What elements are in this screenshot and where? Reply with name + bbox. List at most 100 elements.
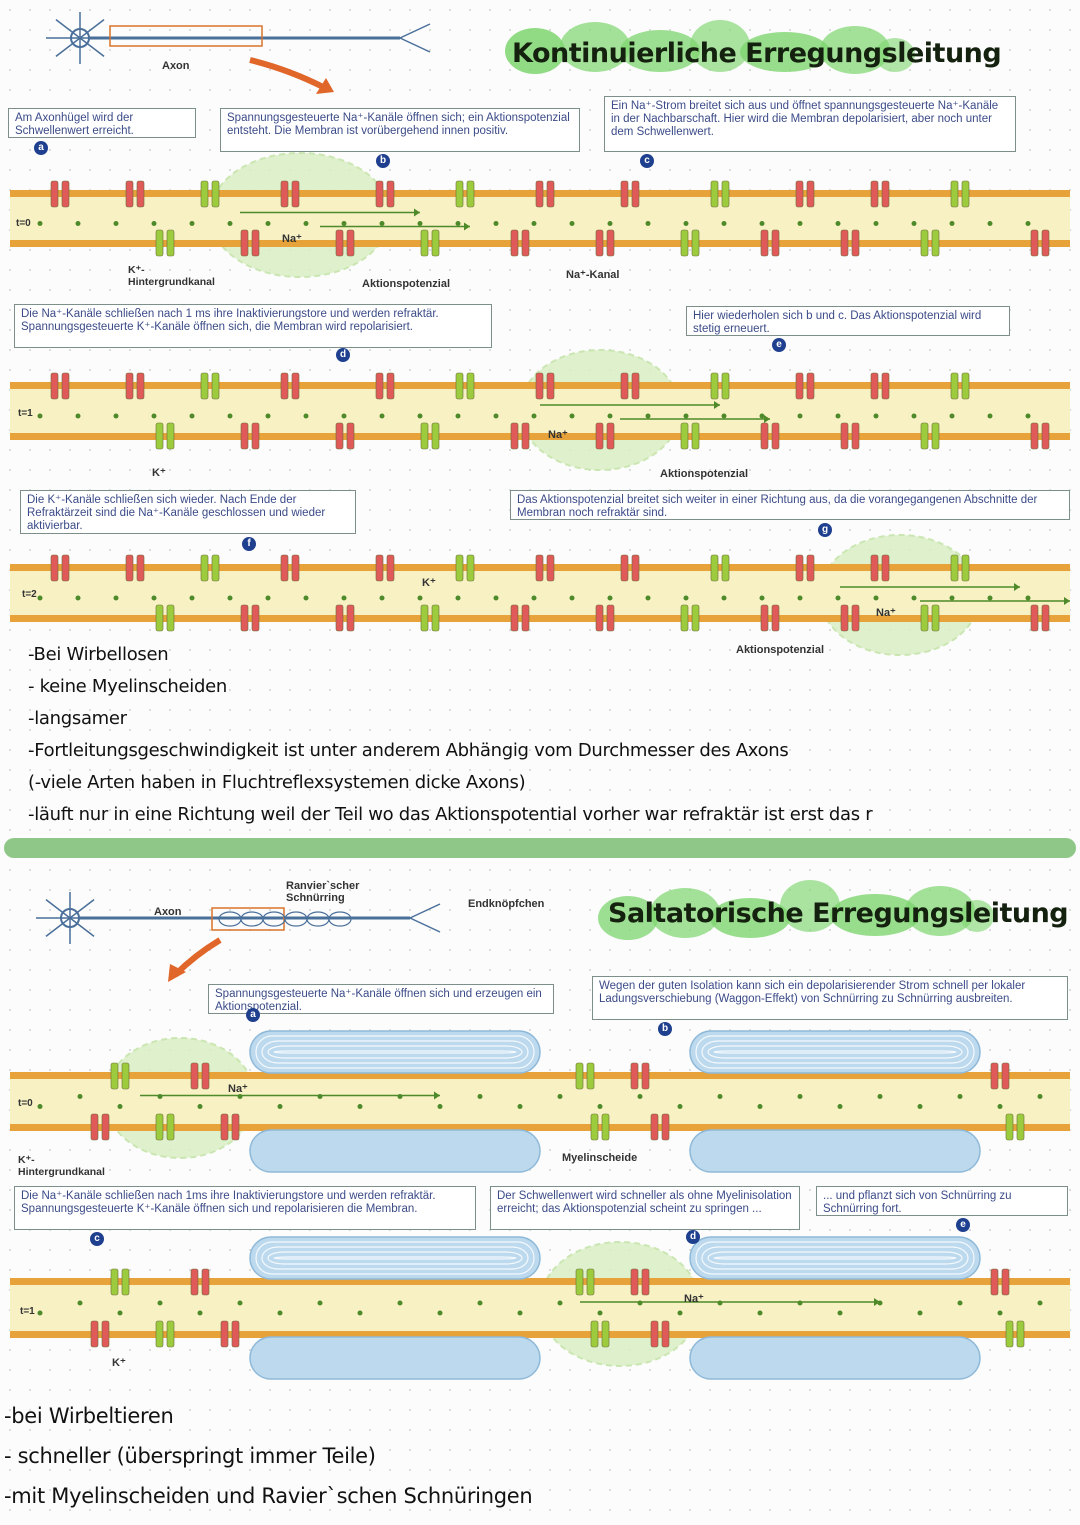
axon-terminal [399, 37, 431, 53]
channel-upper [641, 1062, 650, 1090]
channel-upper [870, 180, 879, 208]
channel-upper [710, 180, 719, 208]
channel-upper [61, 372, 70, 400]
channel-upper [710, 372, 719, 400]
channel-upper [546, 180, 555, 208]
myelin-sheath-upper [689, 1030, 981, 1074]
ion-dot [607, 413, 613, 419]
channel-lower [101, 1320, 110, 1348]
callout-box-a: Am Axonhügel wird der Schwellenwert erre… [8, 108, 196, 138]
ion-dot [797, 413, 803, 419]
channel-upper [630, 1062, 639, 1090]
ion-dot [189, 413, 195, 419]
channel-upper [575, 1062, 584, 1090]
channel-lower [220, 1113, 229, 1141]
channel-upper [121, 1268, 130, 1296]
channel-lower [840, 422, 849, 450]
callout-box-2c: Die Na⁺-Kanäle schließen nach 1ms ihre I… [14, 1186, 476, 1230]
section-title-saltatory: Saltatorische Erregungsleitung [608, 898, 1069, 929]
channel-lower [346, 604, 355, 632]
current-arrow-head [1014, 583, 1020, 591]
channel-lower [420, 422, 429, 450]
ion-dot [477, 1300, 483, 1306]
ion-dot [597, 1310, 603, 1316]
channel-upper [61, 554, 70, 582]
channel-lower [155, 422, 164, 450]
ion-dot [717, 1094, 723, 1099]
channel-upper [280, 180, 289, 208]
channel-upper [190, 1268, 199, 1296]
time-label-2-t1: t=1 [20, 1306, 35, 1317]
note-line-1: -Bei Wirbellosen [28, 644, 169, 665]
myelin-layer [701, 1246, 969, 1270]
channel-upper [375, 554, 384, 582]
channel-lower [1030, 422, 1039, 450]
callout-box-g: Das Aktionspotenzial breitet sich weiter… [510, 490, 1070, 520]
channel-upper [386, 372, 395, 400]
myelin-layer [695, 1035, 975, 1069]
channel-lower [650, 1113, 659, 1141]
channel-lower [510, 604, 519, 632]
ion-dot [303, 221, 309, 226]
channel-upper [200, 180, 209, 208]
time-label-t1: t=1 [18, 408, 33, 419]
channel-lower [595, 229, 604, 257]
channel-upper [806, 372, 815, 400]
myelin-layer [255, 1035, 535, 1069]
channel-upper [631, 180, 640, 208]
ion-dot [151, 221, 157, 226]
channel-lower [931, 229, 940, 257]
channel-lower [590, 1320, 599, 1348]
ion-dot [455, 221, 461, 226]
channel-upper [125, 554, 134, 582]
channel-lower [90, 1113, 99, 1141]
channel-upper [50, 554, 59, 582]
channel-lower [771, 229, 780, 257]
ion-dot [911, 413, 917, 419]
ion-dot [607, 221, 613, 226]
ion-dot [837, 1310, 843, 1316]
channel-upper [795, 180, 804, 208]
channel-upper [990, 1062, 999, 1090]
channel-upper [200, 554, 209, 582]
ion-dot [677, 1104, 683, 1109]
channel-upper [280, 372, 289, 400]
na-label-t2: Na⁺ [876, 607, 896, 619]
channel-lower [240, 422, 249, 450]
dendrite [69, 899, 95, 919]
channel-upper [630, 1268, 639, 1296]
ion-dot [877, 1094, 883, 1099]
ion-dot [531, 221, 537, 226]
channel-lower [1016, 1113, 1025, 1141]
myelin-layer [707, 1045, 963, 1059]
ion-dot [721, 413, 727, 419]
channel-lower [510, 229, 519, 257]
marker-2e: e [956, 1218, 970, 1232]
channel-lower [851, 422, 860, 450]
callout-box-d: Die Na⁺-Kanäle schließen nach 1 ms ihre … [14, 304, 492, 348]
myelin-layer [273, 1050, 517, 1054]
channel-lower [601, 1113, 610, 1141]
myelin-layer [267, 1045, 523, 1059]
ion-dot [341, 413, 347, 419]
channel-upper [190, 1062, 199, 1090]
zoom-arrow-head [316, 78, 334, 94]
axon-label: Axon [162, 60, 190, 72]
channel-lower [240, 604, 249, 632]
marker-g: g [818, 523, 832, 537]
ion-dot [759, 221, 765, 226]
ion-dot [911, 221, 917, 226]
channel-lower [431, 422, 440, 450]
channel-upper [950, 180, 959, 208]
ion-dot [75, 221, 81, 226]
membrane-lower [10, 1331, 1070, 1338]
ion-dot [949, 221, 955, 226]
channel-upper [455, 180, 464, 208]
ion-dot [397, 1300, 403, 1306]
ion-dot [75, 595, 81, 601]
dendrite [79, 37, 105, 57]
channel-lower [661, 1113, 670, 1141]
ion-dot [607, 595, 613, 601]
channel-lower [166, 229, 175, 257]
channel-lower [431, 229, 440, 257]
